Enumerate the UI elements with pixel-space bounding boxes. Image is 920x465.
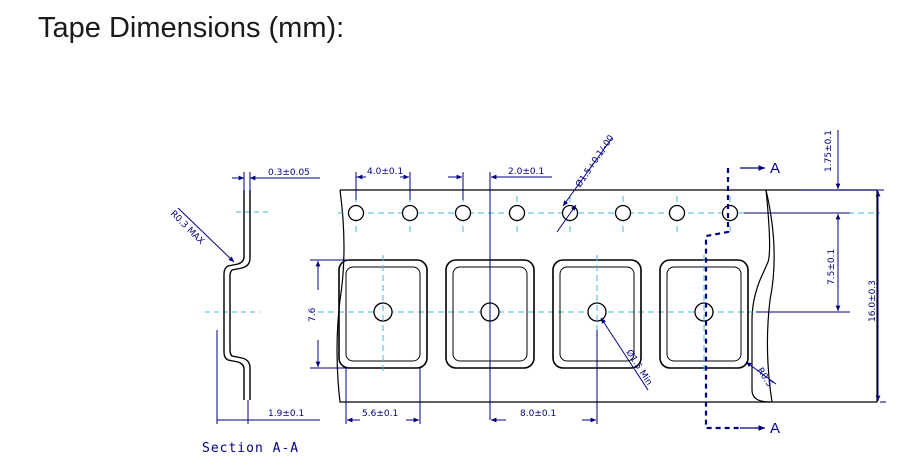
dim-pocket-width: 5.6±0.1 — [362, 409, 398, 419]
dim-pocket-pitch: 8.0±0.1 — [520, 409, 556, 419]
dim-pocket-depth: 1.9±0.1 — [268, 409, 304, 419]
tape-top-view — [318, 189, 880, 403]
sprocket-hole — [614, 204, 632, 222]
dim-tape-width: 16.0±0.3 — [868, 280, 878, 322]
sprocket-hole — [347, 204, 365, 222]
sprocket-holes — [347, 204, 739, 222]
dim-hole-to-pocket: 2.0±0.1 — [508, 167, 544, 177]
dim-hole-to-pocket-center: 7.5±0.1 — [827, 249, 837, 285]
sprocket-hole — [508, 204, 526, 222]
section-marker-top: A — [770, 160, 780, 177]
dim-thickness: 0.3±0.05 — [268, 168, 310, 178]
sprocket-hole — [454, 204, 472, 222]
sprocket-hole — [401, 204, 419, 222]
dim-hole-diameter: Ø1.5+0.1/-00 — [573, 133, 616, 190]
dim-edge-to-hole: 1.75±0.1 — [824, 130, 834, 172]
section-cut-line: A A — [704, 160, 780, 437]
tape-outline — [340, 189, 878, 403]
dim-pocket-length: 7.6 — [308, 307, 318, 322]
page-title: Tape Dimensions (mm): — [38, 12, 345, 44]
sprocket-hole — [668, 204, 686, 222]
dim-corner-radius: R0.5 — [754, 366, 774, 389]
section-label: Section A-A — [202, 441, 299, 456]
dim-hole-pitch: 4.0±0.1 — [367, 167, 403, 177]
pockets — [338, 259, 749, 369]
dim-radius-max: R0.3 MAX — [168, 209, 206, 247]
section-a-a-profile: 0.3±0.05 R0.3 MAX 1.9±0.1 — [168, 168, 320, 424]
sprocket-hole — [721, 204, 739, 222]
section-marker-bottom: A — [770, 420, 780, 437]
